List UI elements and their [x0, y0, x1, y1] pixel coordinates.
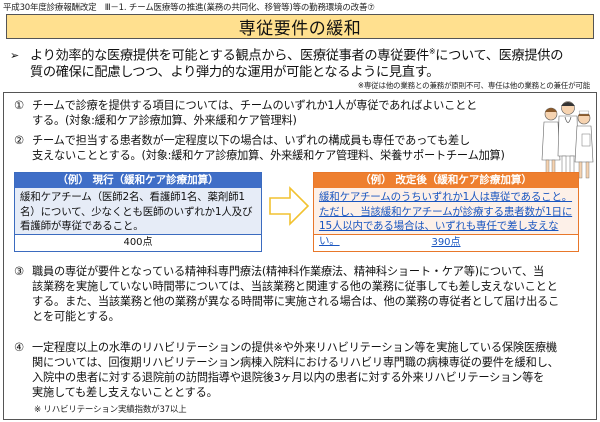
lead-line2: 質の確保に配慮しつつ、より弾力的な運用が可能となるように見直す。 — [30, 65, 440, 81]
bullet-arrow-icon: ➢ — [10, 49, 19, 63]
current-example-header: （例） 現行（緩和ケア診療加算） — [15, 173, 261, 188]
footnote-top: ※専従は他の業務との兼務が原則不可、専任は他の業務との兼任が可能 — [357, 81, 590, 90]
item-text: チームで診療を提供する項目については、チームのいずれか1人が専従であればよいこと… — [32, 99, 478, 112]
item-text: 入院中の患者に対する退院前の訪問指導や退院後3ヶ月以内の患者に対する外来リハビリ… — [32, 371, 545, 384]
revised-example-points: 390点 — [431, 237, 461, 248]
revised-example-box: （例） 改定後（緩和ケア診療加算） 緩和ケアチームのうちいずれか1人は専従である… — [313, 172, 579, 252]
item-number: ④ — [14, 341, 24, 354]
current-example-box: （例） 現行（緩和ケア診療加算） 緩和ケアチーム（医師2名、看護師1名、薬剤師1… — [14, 172, 262, 252]
lead-footnote-mark: ※ — [428, 47, 436, 56]
revised-example-header: （例） 改定後（緩和ケア診療加算） — [314, 173, 578, 188]
page-title-box: 専従要件の緩和 — [6, 14, 594, 39]
page-title: 専従要件の緩和 — [238, 19, 362, 39]
item-1: ① チームで診療を提供する項目については、チームのいずれか1人が専従であればよいこ… — [14, 98, 544, 128]
lead-line1: より効率的な医療提供を可能とする観点から、医療従事者の専従要件 — [30, 48, 429, 64]
current-example-points: 400点 — [123, 237, 153, 248]
item-text: する。(対象:緩和ケア診療加算、外来緩和ケア管理料) — [32, 114, 297, 127]
lead-line1b: について、医療提供の — [435, 48, 564, 64]
breadcrumb: 平成30年度診療報酬改定 Ⅲ－1. チーム医療等の推進(業務の共同化、移管等)等… — [3, 3, 375, 13]
item-text: 一定程度以上の水準のリハビリテーションの提供※や外来リハビリテーション等を実施し… — [32, 341, 557, 354]
item-number: ① — [14, 99, 24, 112]
item-3: ③ 職員の専従が要件となっている精神科専門療法(精神科作業療法、精神科ショート・ケ… — [14, 264, 594, 324]
medical-staff-illustration-icon — [541, 101, 594, 181]
item-number: ② — [14, 134, 24, 147]
footnote-bottom: ※ リハビリテーション実績指数が37以上 — [34, 405, 187, 415]
item-text: チームで担当する患者数が一定程度以下の場合は、いずれの構成員も専任であっても差し — [32, 134, 470, 147]
item-text: 職員の専従が要件となっている精神科専門療法(精神科作業療法、精神科ショート・ケア… — [32, 265, 544, 278]
item-text: 支えないこととする。(対象:緩和ケア診療加算、外来緩和ケア管理料、栄養サポートチ… — [32, 149, 505, 162]
item-text: 該業務を実施していない時間帯については、当該業務と関連する他の業務に従事しても差… — [32, 280, 558, 293]
item-2: ② チームで担当する患者数が一定程度以下の場合は、いずれの構成員も専任であっても差… — [14, 133, 544, 163]
lead-paragraph: ➢ より効率的な医療提供を可能とする観点から、医療従事者の専従要件※について、医療… — [10, 43, 595, 81]
current-example-body: 緩和ケアチーム（医師2名、看護師1名、薬剤師1名）について、少なくとも医師のいず… — [15, 188, 261, 235]
item-text: する。また、当該業務と他の業務が異なる時間帯に実施される場合は、他の業務の専従者… — [32, 295, 560, 308]
revised-example-body: 緩和ケアチームのうちいずれか1人は専従であること。ただし、当該緩和ケアチームが診… — [314, 188, 578, 247]
right-arrow-icon — [269, 186, 310, 226]
item-number: ③ — [14, 265, 24, 278]
item-text: とを可能とする。 — [32, 310, 120, 323]
content-box — [3, 92, 597, 420]
item-text: 実施しても差し支えないこととする。 — [32, 386, 218, 399]
item-4: ④ 一定程度以上の水準のリハビリテーションの提供※や外来リハビリテーション等を実施… — [14, 340, 594, 400]
item-text: 関については、回復期リハビリテーション病棟入院料におけるリハビリ専門職の病棟専従… — [32, 356, 559, 369]
